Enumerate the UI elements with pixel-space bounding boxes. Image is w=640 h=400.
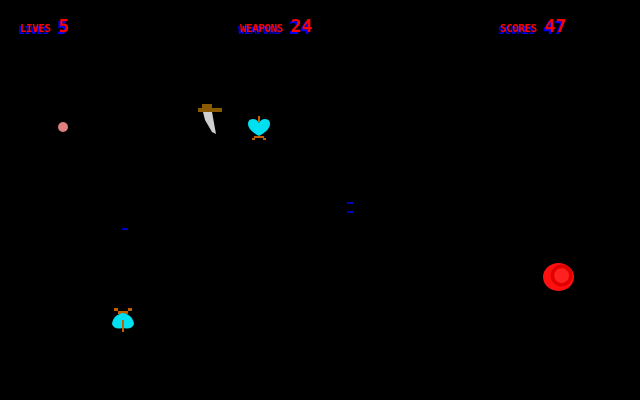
lives-label: LIVES (20, 22, 51, 35)
pink-orb (58, 122, 68, 132)
red-ball-enemy (543, 263, 574, 291)
blue-dash (347, 202, 353, 204)
cyan-moth-enemy (112, 308, 134, 332)
lives-display: LIVES 5 (20, 16, 69, 37)
score-display: SCORES 47 (500, 16, 566, 37)
weapons-value: 24 (290, 16, 313, 37)
blue-dash (347, 211, 353, 213)
cyan-heart-enemy (248, 116, 270, 140)
knife-weapon-icon (198, 104, 222, 134)
weapons-display: WEAPONS 24 (240, 16, 313, 37)
score-value: 47 (544, 16, 567, 37)
lives-value: 5 (58, 16, 70, 37)
score-label: SCORES (500, 22, 537, 35)
weapons-label: WEAPONS (240, 22, 283, 35)
blue-dash (122, 228, 128, 230)
